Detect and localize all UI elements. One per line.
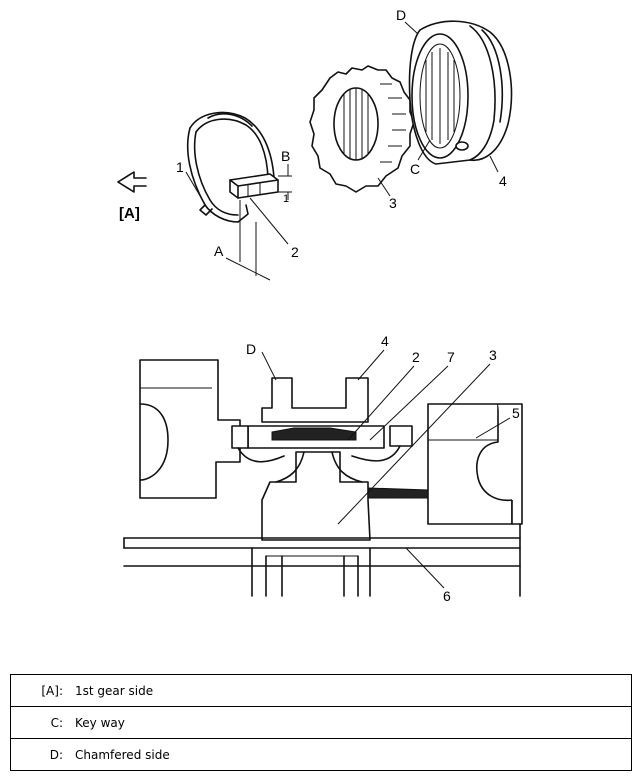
- leader-1: [185, 171, 207, 207]
- legend-value: 1st gear side: [75, 674, 632, 707]
- label-4-top: 4: [499, 173, 507, 189]
- right-gear-body: [427, 403, 513, 525]
- leader-4-top: [489, 155, 499, 173]
- label-d-top: D: [396, 7, 406, 23]
- label-4-section: 4: [381, 333, 389, 349]
- label-2-section: 2: [412, 349, 420, 365]
- section-hub: [261, 451, 371, 541]
- label-6-section: 6: [443, 588, 451, 604]
- synchronizer-spring-part: [186, 111, 275, 223]
- label-d-section: D: [246, 341, 256, 357]
- synchronizer-key-part: [229, 173, 279, 199]
- label-one-small: 1: [283, 193, 289, 205]
- legend-row: D: Chamfered side: [10, 738, 632, 771]
- legend-table: [A]: 1st gear side C: Key way D: Chamfer…: [10, 674, 632, 771]
- label-b: B: [281, 148, 290, 164]
- label-3: 3: [389, 195, 397, 211]
- dimension-b: [278, 164, 292, 200]
- leader-c: [417, 139, 431, 161]
- synchronizer-sleeve-part: [408, 20, 513, 165]
- legend-key: C:: [10, 706, 75, 739]
- legend-key: D:: [10, 738, 75, 771]
- label-a: A: [214, 243, 224, 259]
- label-5-section: 5: [512, 405, 520, 421]
- dimension-a: [225, 200, 271, 281]
- label-3-section: 3: [489, 347, 497, 363]
- legend-value: Chamfered side: [75, 738, 632, 771]
- label-2: 2: [291, 244, 299, 260]
- legend-row: C: Key way: [10, 706, 632, 739]
- synchronizer-assembly-diagram: [A] B 1: [117, 7, 523, 604]
- direction-label: [A]: [119, 205, 140, 222]
- leader-3: [377, 177, 391, 197]
- legend-value: Key way: [75, 706, 632, 739]
- section-sleeve: [261, 377, 369, 423]
- legend-key: [A]:: [10, 674, 75, 707]
- exploded-view: [A] B 1: [117, 7, 513, 281]
- cross-section-view: D 4 2 7 3 5 6: [123, 333, 523, 604]
- left-gear-body: [139, 359, 241, 499]
- label-c: C: [410, 161, 420, 177]
- synchronizer-hub-part: [309, 65, 415, 193]
- label-7-section: 7: [447, 349, 455, 365]
- leader-2: [249, 197, 289, 245]
- label-1: 1: [176, 159, 184, 175]
- legend-row: [A]: 1st gear side: [10, 674, 632, 707]
- leader-d-top: [404, 21, 419, 35]
- direction-arrow-icon: [117, 171, 147, 193]
- section-key: [271, 427, 357, 441]
